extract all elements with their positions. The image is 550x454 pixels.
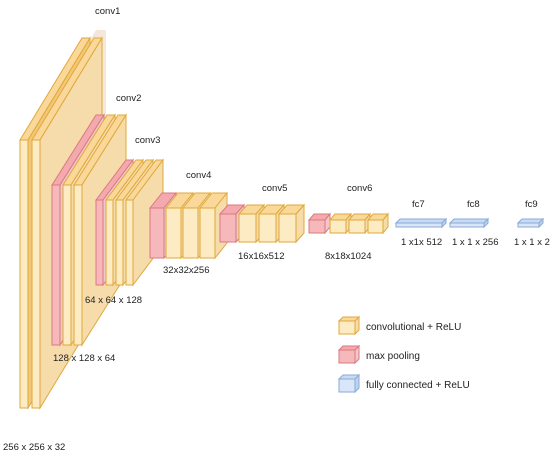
fc8-label: fc8	[467, 199, 480, 210]
conv3-dims: 64 x 64 x 128	[85, 295, 142, 306]
legend-fc-label: fully connected + ReLU	[366, 380, 470, 391]
conv3-block	[95, 158, 164, 287]
conv6-block	[307, 212, 390, 235]
legend-fc-swatch	[337, 373, 361, 394]
conv3-label: conv3	[135, 135, 160, 146]
conv2-label: conv2	[116, 93, 141, 104]
fc9-dims: 1 x 1 x 25	[514, 237, 550, 248]
fc8-block	[448, 217, 490, 229]
layer-dimensions: 256 x 256 x 32 128 x 128 x 64 64 x 64 x …	[3, 237, 550, 453]
fc7-label: fc7	[412, 199, 425, 210]
conv4-block	[148, 191, 229, 260]
conv1-label: conv1	[95, 6, 120, 17]
legend-conv-swatch	[337, 315, 361, 336]
layer-names: conv1 conv2 conv3 conv4 conv5 conv6 fc7 …	[95, 6, 538, 210]
conv4-label: conv4	[186, 170, 211, 181]
conv1-dims: 256 x 256 x 32	[3, 442, 65, 453]
legend: convolutional + ReLU max pooling fully c…	[337, 315, 470, 394]
fc7-dims: 1 x1x 512	[401, 237, 442, 248]
conv2-block	[51, 113, 127, 347]
conv6-dims: 8x18x1024	[325, 251, 371, 262]
legend-conv-label: convolutional + ReLU	[366, 322, 461, 333]
fc9-block	[516, 217, 545, 229]
legend-pool-swatch	[337, 344, 361, 365]
conv5-dims: 16x16x512	[238, 251, 284, 262]
conv2-dims: 128 x 128 x 64	[53, 353, 115, 364]
conv6-label: conv6	[347, 183, 372, 194]
fc7-block	[394, 217, 448, 229]
conv5-block	[218, 203, 306, 244]
legend-pool-label: max pooling	[366, 351, 420, 362]
conv4-dims: 32x32x256	[163, 265, 209, 276]
fc8-dims: 1 x 1 x 256	[452, 237, 498, 248]
fc9-label: fc9	[525, 199, 538, 210]
conv5-label: conv5	[262, 183, 287, 194]
